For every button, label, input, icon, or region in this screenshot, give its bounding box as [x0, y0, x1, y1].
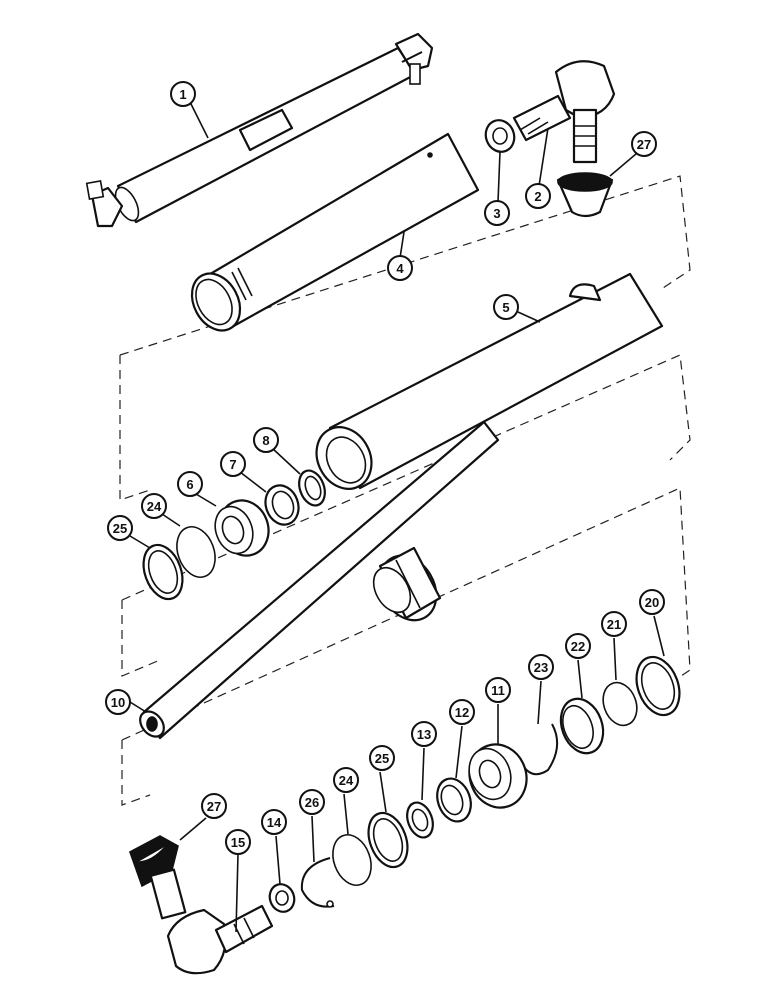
svg-text:7: 7 — [229, 457, 236, 472]
part-11-gland — [468, 743, 528, 809]
part-27-dust-boot-lower — [129, 835, 179, 888]
callout-25-upper: 25 — [107, 515, 133, 541]
svg-text:10: 10 — [111, 695, 125, 710]
part-8-ring — [298, 469, 326, 507]
part-13-ring — [406, 801, 434, 839]
part-26-snap-ring — [300, 857, 335, 908]
callout-5: 5 — [493, 294, 519, 320]
svg-text:3: 3 — [493, 206, 500, 221]
callout-24-lower: 24 — [333, 767, 359, 793]
part-6-piston — [214, 499, 270, 557]
callout-12: 12 — [449, 699, 475, 725]
svg-text:1: 1 — [179, 87, 186, 102]
svg-text:20: 20 — [645, 595, 659, 610]
callout-22: 22 — [565, 633, 591, 659]
svg-text:26: 26 — [305, 795, 319, 810]
callout-13: 13 — [411, 721, 437, 747]
svg-text:5: 5 — [502, 300, 509, 315]
svg-text:21: 21 — [607, 617, 621, 632]
svg-text:23: 23 — [534, 660, 548, 675]
callout-6: 6 — [177, 471, 203, 497]
part-25-ring-upper — [142, 543, 184, 601]
part-24-disc-upper — [176, 526, 216, 578]
part-7-ring — [264, 484, 300, 526]
svg-text:24: 24 — [147, 499, 162, 514]
svg-text:11: 11 — [491, 683, 505, 698]
part-4-barrel-tube — [190, 132, 480, 332]
part-3-nut — [484, 119, 516, 153]
callout-3: 3 — [484, 200, 510, 226]
callout-11: 11 — [485, 677, 511, 703]
callout-7: 7 — [220, 451, 246, 477]
callout-4: 4 — [387, 255, 413, 281]
svg-text:14: 14 — [267, 815, 282, 830]
callout-26: 26 — [299, 789, 325, 815]
callout-1: 1 — [170, 81, 196, 107]
part-23-snap-ring — [519, 723, 559, 776]
svg-text:13: 13 — [417, 727, 431, 742]
callout-8: 8 — [253, 427, 279, 453]
part-5-cylinder-barrel — [315, 272, 664, 490]
svg-text:27: 27 — [207, 799, 221, 814]
part-22-ring — [559, 697, 605, 755]
svg-text:6: 6 — [186, 477, 193, 492]
callout-2: 2 — [525, 183, 551, 209]
svg-text:27: 27 — [637, 137, 651, 152]
svg-text:8: 8 — [262, 433, 269, 448]
svg-text:4: 4 — [396, 261, 404, 276]
callout-21: 21 — [601, 611, 627, 637]
svg-text:25: 25 — [375, 751, 389, 766]
part-14-nut — [268, 883, 296, 913]
svg-text:2: 2 — [534, 189, 541, 204]
part-15-rod-end — [149, 868, 274, 975]
svg-text:24: 24 — [339, 773, 354, 788]
callout-24-upper: 24 — [141, 493, 167, 519]
svg-text:15: 15 — [231, 835, 245, 850]
part-1-cylinder-assembly — [85, 32, 434, 228]
group-outline-rod — [121, 354, 691, 677]
callout-15: 15 — [225, 829, 251, 855]
svg-text:12: 12 — [455, 705, 469, 720]
part-25-ring-lower — [367, 811, 409, 869]
svg-text:22: 22 — [571, 639, 585, 654]
callout-20: 20 — [639, 589, 665, 615]
part-12-seal — [436, 777, 472, 823]
callout-14: 14 — [261, 809, 287, 835]
callout-25-lower: 25 — [369, 745, 395, 771]
leader-lines — [129, 101, 665, 933]
callout-27-lower: 27 — [201, 793, 227, 819]
callout-23: 23 — [528, 654, 554, 680]
part-2-tie-rod-end — [512, 60, 616, 164]
part-20-ring — [635, 655, 681, 717]
callout-10: 10 — [105, 689, 131, 715]
part-21-disc — [602, 681, 638, 727]
part-27-dust-boot-upper — [556, 172, 614, 218]
part-24-disc-lower — [332, 834, 372, 886]
callout-27-upper: 27 — [631, 131, 657, 157]
part-10-piston-rod — [139, 420, 500, 740]
svg-text:25: 25 — [113, 521, 127, 536]
